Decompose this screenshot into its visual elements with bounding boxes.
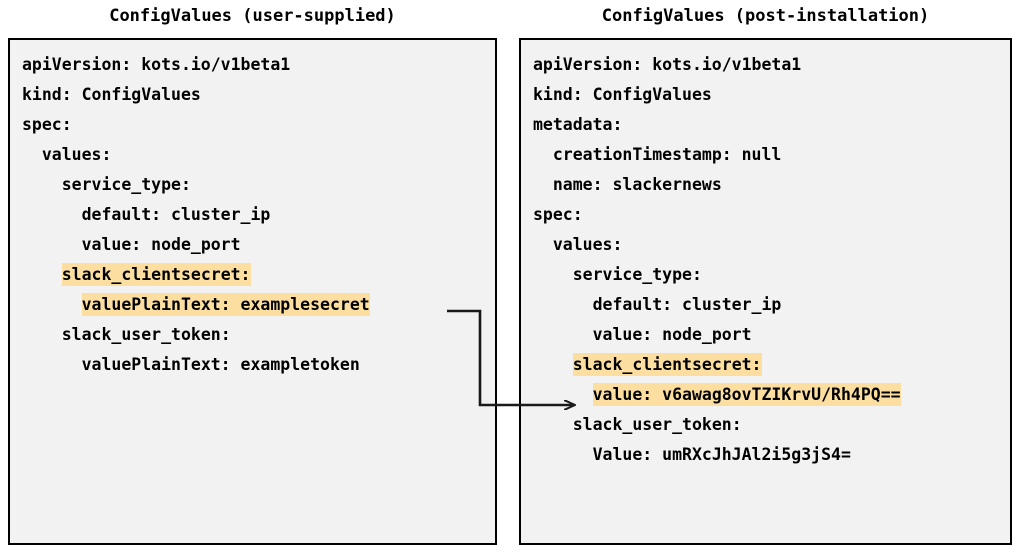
panel-title-user-supplied: ConfigValues (user-supplied) bbox=[109, 6, 396, 26]
panel-title-post-installation: ConfigValues (post-installation) bbox=[601, 6, 930, 26]
code-text: service_type: bbox=[61, 175, 191, 194]
code-indent bbox=[533, 143, 553, 166]
code-line: slack_user_token: bbox=[22, 320, 491, 350]
code-line: service_type: bbox=[533, 260, 1006, 290]
code-text: values: bbox=[41, 145, 112, 164]
code-text: Value: umRXcJhJAl2i5g3jS4= bbox=[592, 445, 851, 464]
code-line: apiVersion: kots.io/v1beta1 bbox=[22, 50, 491, 80]
code-line: slack_clientsecret: bbox=[22, 260, 491, 290]
code-line: values: bbox=[22, 140, 491, 170]
code-text: value: node_port bbox=[81, 235, 241, 254]
code-indent bbox=[533, 413, 573, 436]
code-line: Value: umRXcJhJAl2i5g3jS4= bbox=[533, 440, 1006, 470]
code-indent bbox=[22, 353, 82, 376]
code-text: value: node_port bbox=[592, 325, 752, 344]
code-text: apiVersion: kots.io/v1beta1 bbox=[533, 55, 802, 74]
code-indent bbox=[533, 383, 593, 406]
code-text: valuePlainText: exampletoken bbox=[81, 355, 360, 374]
panel-post-installation: ConfigValues (post-installation) apiVers… bbox=[511, 0, 1012, 559]
code-indent bbox=[22, 323, 62, 346]
code-line: default: cluster_ip bbox=[22, 200, 491, 230]
code-indent bbox=[22, 233, 82, 256]
code-line: spec: bbox=[22, 110, 491, 140]
code-text-highlighted: valuePlainText: examplesecret bbox=[81, 293, 370, 316]
code-text: service_type: bbox=[572, 265, 702, 284]
code-text: creationTimestamp: null bbox=[552, 145, 782, 164]
code-box-user-supplied: apiVersion: kots.io/v1beta1 kind: ConfigV… bbox=[8, 38, 497, 545]
code-indent bbox=[22, 203, 82, 226]
code-indent bbox=[533, 443, 593, 466]
code-text: kind: ConfigValues bbox=[533, 85, 712, 104]
code-indent bbox=[533, 233, 553, 256]
code-line: creationTimestamp: null bbox=[533, 140, 1006, 170]
code-line: spec: bbox=[533, 200, 1006, 230]
code-line: value: node_port bbox=[22, 230, 491, 260]
code-text-highlighted: value: v6awag8ovTZIKrvU/Rh4PQ== bbox=[592, 383, 901, 406]
code-indent bbox=[533, 263, 573, 286]
code-indent bbox=[22, 143, 42, 166]
code-box-post-installation: apiVersion: kots.io/v1beta1 kind: ConfigV… bbox=[519, 38, 1012, 545]
code-indent bbox=[22, 263, 62, 286]
code-indent bbox=[22, 173, 62, 196]
code-line: slack_clientsecret: bbox=[533, 350, 1006, 380]
code-indent bbox=[533, 293, 593, 316]
code-line: value: v6awag8ovTZIKrvU/Rh4PQ== bbox=[533, 380, 1006, 410]
code-text: name: slackernews bbox=[552, 175, 722, 194]
code-text: default: cluster_ip bbox=[81, 205, 271, 224]
code-line: default: cluster_ip bbox=[533, 290, 1006, 320]
code-lines-user-supplied: apiVersion: kots.io/v1beta1 kind: ConfigV… bbox=[22, 50, 491, 380]
code-lines-post-installation: apiVersion: kots.io/v1beta1 kind: ConfigV… bbox=[533, 50, 1006, 470]
code-line: apiVersion: kots.io/v1beta1 bbox=[533, 50, 1006, 80]
code-text: apiVersion: kots.io/v1beta1 bbox=[22, 55, 291, 74]
code-line: kind: ConfigValues bbox=[533, 80, 1006, 110]
code-line: service_type: bbox=[22, 170, 491, 200]
code-line: kind: ConfigValues bbox=[22, 80, 491, 110]
code-line: valuePlainText: examplesecret bbox=[22, 290, 491, 320]
code-line: value: node_port bbox=[533, 320, 1006, 350]
code-text: default: cluster_ip bbox=[592, 295, 782, 314]
code-text: values: bbox=[552, 235, 623, 254]
code-text: metadata: bbox=[533, 115, 623, 134]
code-text: spec: bbox=[533, 205, 583, 224]
code-line: valuePlainText: exampletoken bbox=[22, 350, 491, 380]
code-indent bbox=[533, 173, 553, 196]
code-indent bbox=[533, 323, 593, 346]
panel-user-supplied: ConfigValues (user-supplied) apiVersion:… bbox=[0, 0, 497, 559]
code-indent bbox=[533, 353, 573, 376]
code-indent bbox=[22, 293, 82, 316]
code-text: slack_user_token: bbox=[572, 415, 742, 434]
code-line: slack_user_token: bbox=[533, 410, 1006, 440]
code-text-highlighted: slack_clientsecret: bbox=[572, 353, 762, 376]
code-line: name: slackernews bbox=[533, 170, 1006, 200]
code-text-highlighted: slack_clientsecret: bbox=[61, 263, 251, 286]
code-text: slack_user_token: bbox=[61, 325, 231, 344]
code-text: spec: bbox=[22, 115, 72, 134]
code-text: kind: ConfigValues bbox=[22, 85, 201, 104]
code-line: metadata: bbox=[533, 110, 1006, 140]
code-line: values: bbox=[533, 230, 1006, 260]
